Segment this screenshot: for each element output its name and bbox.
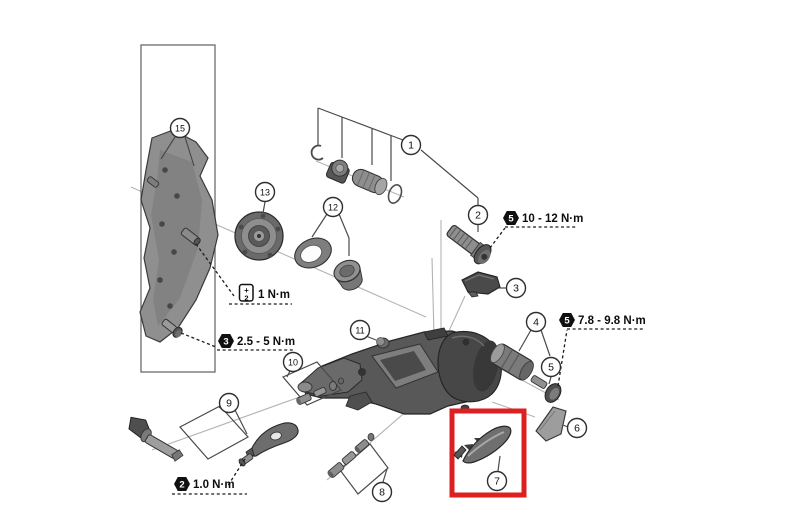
- part-label-9: 9: [218, 392, 240, 414]
- part-8-pins: [327, 432, 389, 495]
- phillips-screwdriver-badge-icon: [238, 283, 254, 302]
- svg-text:4: 4: [533, 317, 539, 329]
- part-label-8: 8: [371, 481, 393, 503]
- o-ring: [387, 184, 403, 204]
- hex-key-badge-icon: [503, 211, 519, 225]
- part-7-skid-plate: [453, 425, 512, 472]
- torque-value: 1.0 N·m: [193, 479, 235, 491]
- phillips-symbol: +: [244, 286, 249, 295]
- part-label-2: 2: [467, 204, 489, 226]
- part-6-plate: [535, 406, 569, 442]
- part-label-13: 13: [254, 181, 276, 203]
- hex-key-badge-icon: [559, 313, 575, 327]
- snap-ring: [310, 144, 324, 161]
- hex-key-badge-icon: [218, 334, 234, 348]
- part-label-5: 5: [540, 356, 562, 378]
- cage-stopper-pin: [180, 227, 201, 246]
- part-label-1: 1: [400, 134, 422, 156]
- roller-sleeve: [351, 168, 388, 196]
- torque-value: 2.5 - 5 N·m: [237, 336, 295, 348]
- torque-label-78-98: 5 7.8 - 9.8 N·m: [557, 313, 646, 387]
- torque-value: 7.8 - 9.8 N·m: [578, 315, 646, 327]
- svg-text:12: 12: [328, 202, 338, 212]
- part-label-11: 11: [349, 319, 371, 341]
- plate-fixing-bolt: [161, 318, 183, 338]
- part-5-bolt: [530, 375, 562, 403]
- torque-label-10-12: 5 10 - 12 N·m: [489, 211, 583, 249]
- part-10-pins: [282, 361, 344, 406]
- part-4-bushing: [490, 329, 551, 381]
- torque-label-1: + 2 1 N·m: [195, 243, 292, 305]
- part-12-rings: [294, 237, 363, 291]
- torque-label-10: 2 1.0 N·m: [172, 458, 247, 495]
- hex-key-size: 5: [564, 315, 570, 326]
- svg-text:6: 6: [574, 423, 580, 435]
- svg-text:2: 2: [475, 210, 481, 222]
- torque-label-25-5: 3 2.5 - 5 N·m: [180, 332, 295, 351]
- plate-pin: [146, 176, 160, 188]
- hex-key-size: 2: [179, 479, 184, 490]
- svg-text:8: 8: [379, 487, 385, 499]
- part-label-4: 4: [525, 311, 547, 333]
- phillips-size: 2: [244, 294, 248, 303]
- svg-text:9: 9: [226, 398, 232, 410]
- leader-lines: [160, 136, 350, 256]
- part-1-bracket-lines: [317, 107, 479, 232]
- part-13-pulley: [234, 211, 284, 261]
- part-2-mounting-bolt: [446, 224, 492, 265]
- svg-text:3: 3: [513, 283, 519, 295]
- derailleur-body: [297, 327, 502, 415]
- cam-bearing: [325, 159, 350, 184]
- svg-text:5: 5: [548, 362, 554, 374]
- svg-text:13: 13: [260, 187, 270, 197]
- part-label-10: 10: [282, 351, 304, 373]
- svg-text:10: 10: [288, 357, 298, 367]
- svg-text:1: 1: [408, 140, 414, 152]
- torque-value: 1 N·m: [258, 289, 290, 301]
- svg-text:15: 15: [175, 123, 185, 133]
- red-highlight-box: [449, 408, 527, 498]
- hex-key-badge-icon: [174, 477, 190, 491]
- part-label-6: 6: [566, 417, 588, 439]
- part-label-3: 3: [505, 277, 527, 299]
- hex-key-size: 3: [223, 336, 228, 347]
- part-9-guard-bracket: [179, 405, 299, 467]
- svg-text:7: 7: [494, 476, 500, 488]
- left-assembly-bracket: [140, 44, 216, 373]
- part-15-cage-plate: [139, 129, 219, 343]
- hex-key-size: 5: [508, 213, 514, 224]
- part-label-7: 7: [486, 470, 508, 492]
- part-label-12: 12: [322, 196, 344, 218]
- torque-value: 10 - 12 N·m: [522, 213, 583, 225]
- part-3-cap: [447, 271, 506, 334]
- cage-axle-unit: [128, 416, 184, 462]
- part-1-clutch-group: [310, 144, 403, 204]
- part-label-15: 15: [169, 117, 191, 139]
- svg-text:11: 11: [355, 325, 364, 335]
